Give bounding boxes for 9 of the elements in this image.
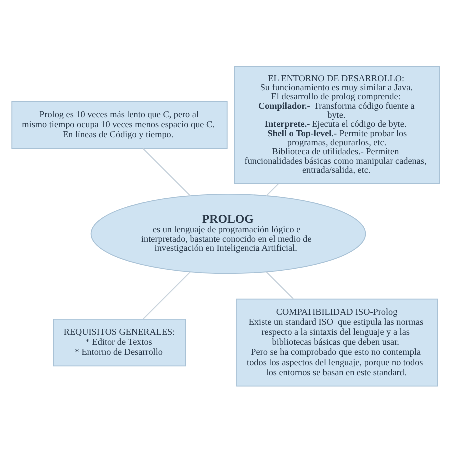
- connector: [142, 271, 191, 320]
- node-box: Prolog es 10 veces más lento que C, pero al mismo tiempo ocupa 10 veces menos espacio que C. En líneas de Código y tiempo.: [12, 100, 228, 149]
- node-box: EL ENTORNO DE DESARROLLO: Su funcionamiento es muy similar a Java. El desarrollo de prolog comprende: Compilador.- Transforma código fuente a byte. Interprete.- Ejecuta el código de byte. Shell o Top-level.- Permite probar los programas, depurarlos, etc. Biblioteca de utilidades.- Permiten funcionalidades básicas como manipular cadenas, entrada/salida, etc.: [234, 66, 440, 184]
- connector: [142, 148, 191, 196]
- node-box: COMPATIBILIDAD ISO-Prolog Existe un standard ISO que estipula las normas respecto a la sintaxis del lenguaje y a las bibliotecas básicas que deben usar. Pero se ha comprobado que esto no contempla todos los aspectos del lenguaje, porque no todos los entornos se basan en este standard.: [236, 298, 438, 386]
- node-ellipse: PROLOG es un lenguaje de programación lógico e interpretado, bastante conocido en el medio de investigación en Inteligencia Artificial.: [90, 193, 366, 274]
- connector: [266, 183, 279, 196]
- connector: [266, 271, 294, 299]
- node-box: REQUISITOS GENERALES: * Editor de Textos * Entorno de Desarrollo: [53, 318, 186, 366]
